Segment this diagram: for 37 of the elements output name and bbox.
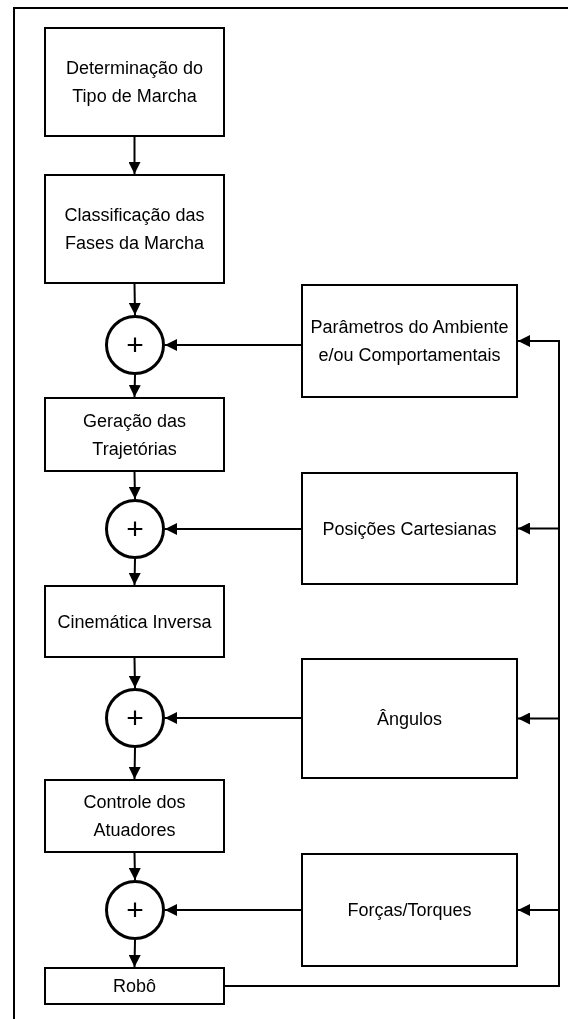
arrow xyxy=(128,657,141,689)
box-label: Controle dos Atuadores xyxy=(82,791,187,842)
arrow xyxy=(164,712,302,724)
box-label: Parâmetros do Ambiente e/ou Comportamentais xyxy=(309,316,510,367)
process-box xyxy=(44,27,225,137)
arrow xyxy=(164,904,302,916)
process-box xyxy=(301,284,518,398)
arrow xyxy=(164,339,302,351)
plus-sign: + xyxy=(126,703,144,733)
process-box xyxy=(301,658,518,779)
arrow xyxy=(128,939,141,968)
box-label: Ângulos xyxy=(376,707,443,731)
arrow xyxy=(128,558,141,586)
process-box xyxy=(44,585,225,658)
box-label: Classificação das Fases da Marcha xyxy=(63,204,206,255)
process-box xyxy=(44,397,225,472)
arrow xyxy=(128,852,141,881)
arrow xyxy=(164,523,302,535)
arrow xyxy=(128,374,141,398)
box-label: Cinemática Inversa xyxy=(57,610,212,634)
plus-sign: + xyxy=(126,330,144,360)
process-box xyxy=(301,853,518,967)
box-label: Forças/Torques xyxy=(347,899,472,922)
box-label: Geração das Trajetórias xyxy=(81,409,188,461)
box-label: Posições Cartesianas xyxy=(322,517,497,541)
arrow xyxy=(128,471,141,500)
plus-sign: + xyxy=(126,895,144,925)
process-box xyxy=(44,174,225,284)
arrow xyxy=(128,283,141,316)
process-box xyxy=(301,472,518,585)
arrow xyxy=(128,136,141,175)
process-box xyxy=(44,779,225,853)
box-label: Robô xyxy=(113,975,156,998)
box-label: Determinação do Tipo de Marcha xyxy=(64,57,205,108)
arrow xyxy=(128,747,141,780)
plus-sign: + xyxy=(126,514,144,544)
process-box xyxy=(44,967,225,1005)
